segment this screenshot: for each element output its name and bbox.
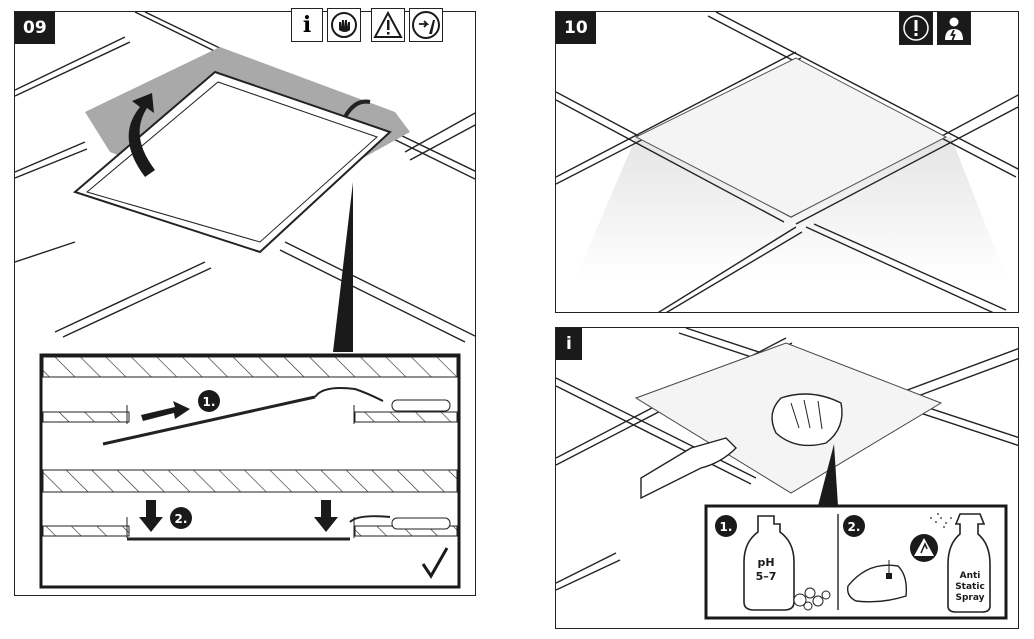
anti-static-spray-bottle [947, 513, 991, 613]
cable-section [314, 387, 384, 402]
installed-led-panel [634, 57, 948, 218]
panel-09: 1. 2. 09 [14, 11, 476, 596]
foam-bubbles [793, 587, 831, 611]
cleaning-illustration: 1. pH 5–7 2. Anti Static Spray [556, 328, 1018, 620]
ceiling-panel-installation-illustration: 1. 2. [15, 12, 475, 589]
bottle-text-range: 5–7 [756, 570, 777, 583]
step-number-badge: 10 [556, 12, 596, 44]
detail-callout-pointer [818, 444, 838, 506]
panel-10-safety-icons [899, 11, 971, 45]
warning-triangle-icon [371, 8, 405, 42]
step-1-label: 1. [720, 520, 733, 534]
bottle-text-ph: pH [757, 556, 774, 569]
ceiling-panel-installed-illustration [556, 12, 1018, 312]
panel-10: 10 [555, 11, 1019, 313]
cleaning-cloth [771, 393, 843, 447]
step-2-label: 2. [848, 520, 861, 534]
driver-box-2 [391, 517, 451, 530]
spray-text-3: Spray [955, 593, 984, 603]
hand-pinch-hazard-icon [409, 8, 443, 42]
rail-right-1 [354, 411, 458, 423]
cloth-tag [886, 573, 892, 579]
rail-left-1 [42, 411, 130, 423]
detergent-bottle [743, 515, 795, 611]
rotate-arrow-icon [128, 93, 155, 177]
panel-09-safety-icons: i [291, 8, 443, 42]
step-number-badge: 09 [15, 12, 55, 44]
electrician-only-icon [937, 11, 971, 45]
wear-gloves-icon [327, 8, 361, 42]
checkmark-icon [421, 547, 449, 579]
info-glyph: i [302, 12, 312, 38]
led-panel-inner [85, 81, 378, 243]
rail-left-2 [42, 525, 130, 537]
step-1-circle [198, 390, 220, 412]
panel-info-cleaning: 1. pH 5–7 2. Anti Static Spray i [555, 327, 1019, 629]
step-1-circle [715, 515, 737, 537]
spray-text-2: Static [955, 582, 985, 592]
ceiling-slab-middle [42, 469, 458, 493]
ceiling-slab-top [42, 356, 458, 378]
info-icon: i [291, 8, 323, 42]
down-arrow-left-icon [139, 500, 163, 532]
step-2-label: 2. [175, 512, 188, 526]
spray-text-1: Anti [960, 571, 981, 581]
cable-section-2 [349, 515, 391, 523]
detail-callout-pointer [333, 182, 353, 352]
hand-arm [640, 437, 737, 500]
push-arrow-icon [141, 401, 190, 421]
cable [343, 99, 371, 119]
step-1-label: 1. [203, 395, 216, 409]
esd-hand [920, 542, 928, 554]
spray-mist [930, 513, 952, 528]
hand-fingers [790, 399, 823, 430]
panel-section-tilted [102, 395, 316, 446]
down-arrow-right-icon [314, 500, 338, 532]
step-2-circle [843, 515, 865, 537]
step-2-circle [170, 507, 192, 529]
mandatory-attention-icon [899, 11, 933, 45]
driver-box-1 [391, 399, 451, 412]
info-badge: i [556, 328, 582, 360]
